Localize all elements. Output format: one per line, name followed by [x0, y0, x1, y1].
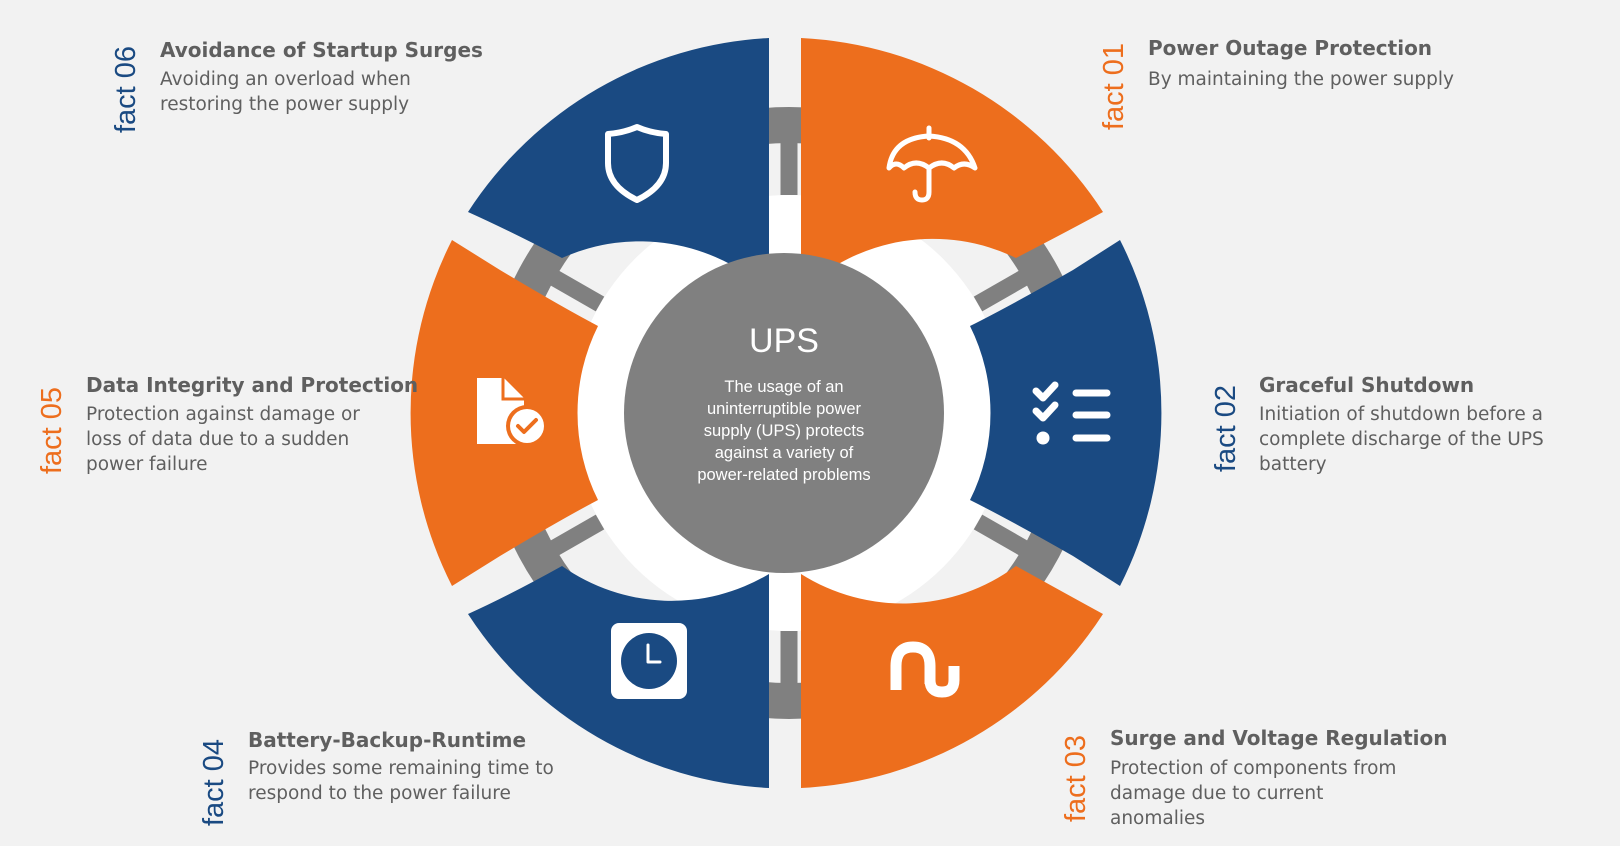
- center-description-line: supply (UPS) protects: [704, 422, 864, 440]
- fact-02-description: Initiation of shutdown before a complete…: [1259, 404, 1544, 475]
- fact-05-description: Protection against damage or loss of dat…: [86, 404, 360, 475]
- center-description-line: uninterruptible power: [707, 400, 862, 418]
- fact-03-tag: fact 03: [1060, 734, 1092, 822]
- file-check-icon: [477, 378, 548, 447]
- center-description-line: power-related problems: [697, 466, 870, 484]
- fact-01-description: By maintaining the power supply: [1148, 69, 1454, 90]
- shield-icon: [605, 124, 669, 203]
- sector-fact-06: [468, 38, 769, 292]
- sector-fact-02: [970, 240, 1162, 586]
- fact-04-description: Provides some remaining time to respond …: [248, 758, 554, 804]
- fact-06-title: Avoidance of Startup Surges: [160, 38, 483, 62]
- fact-01-title: Power Outage Protection: [1148, 36, 1433, 60]
- center-description-line: against a variety of: [715, 444, 854, 462]
- spoke-lower-left: [520, 514, 605, 573]
- center-title: UPS: [749, 322, 819, 360]
- fact-06-description: Avoiding an overload when restoring the …: [160, 69, 411, 115]
- umbrella-icon: [886, 125, 978, 203]
- fact-06-tag: fact 06: [110, 45, 142, 133]
- fact-05-title: Data Integrity and Protection: [86, 373, 419, 397]
- clock-icon: [611, 623, 687, 699]
- center-description-line: The usage of an: [724, 378, 843, 396]
- spokes: [520, 108, 1058, 718]
- stumbleupon-icon: [890, 641, 960, 698]
- fact-05-tag: fact 05: [36, 386, 68, 474]
- spoke-upper-left: [520, 253, 605, 312]
- fact-02-tag: fact 02: [1210, 384, 1242, 472]
- spoke-lower-right: [973, 514, 1058, 573]
- fact-02-title: Graceful Shutdown: [1259, 373, 1475, 397]
- spoke-upper-right: [973, 253, 1058, 312]
- fact-03-description: Protection of components from damage due…: [1110, 758, 1397, 829]
- fact-04-tag: fact 04: [198, 738, 230, 826]
- fact-04-title: Battery-Backup-Runtime: [248, 728, 527, 752]
- fact-01-tag: fact 01: [1098, 42, 1130, 130]
- checklist-bullet: [1036, 431, 1050, 445]
- center-circle: [624, 253, 944, 573]
- fact-03-title: Surge and Voltage Regulation: [1110, 726, 1448, 750]
- checklist-icon: [1032, 381, 1111, 442]
